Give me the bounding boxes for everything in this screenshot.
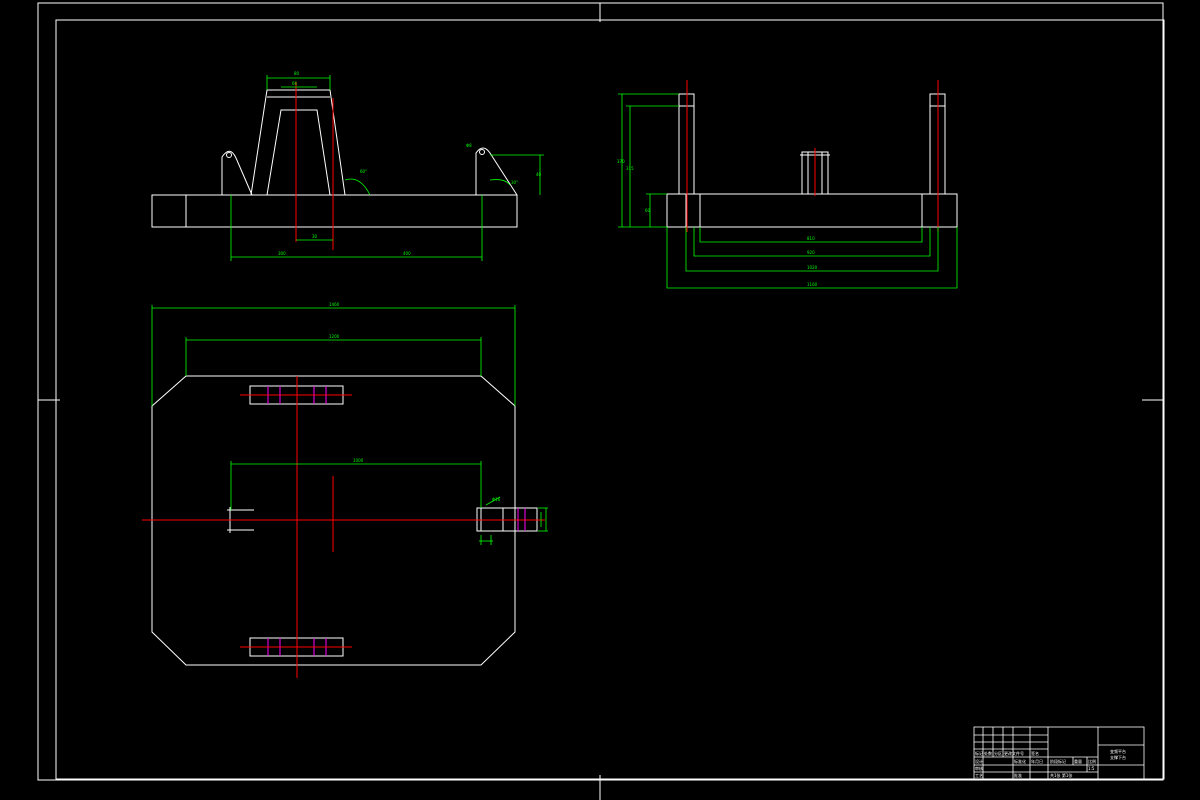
front-right-ear [475, 147, 518, 196]
side-label-column-height: 315 [626, 166, 634, 171]
tb-cell-count: 处数 [984, 750, 992, 756]
side-label-inner-width: 810 [807, 236, 815, 241]
front-column-inner [266, 109, 331, 196]
front-label-pin-dia: Φ8 [466, 143, 472, 148]
tb-cell-approve: 批准 [1014, 772, 1022, 778]
tb-cell-date: 年月日 [1031, 758, 1043, 764]
side-label-span-2: 1020 [807, 265, 818, 270]
front-label-span-right: 400 [403, 251, 411, 256]
side-dim-span-1 [693, 227, 931, 257]
title-block-frame [973, 726, 1145, 780]
tb-cell-process: 工艺 [975, 773, 983, 778]
tb-cell-mark: 标记 [975, 750, 983, 756]
front-left-ear-hole [226, 152, 232, 158]
tb-cell-review: 审核 [975, 765, 983, 771]
drawing-frame [37, 2, 1165, 800]
front-right-ear-hole [479, 149, 485, 155]
side-dim-inner-width [699, 227, 923, 243]
front-label-angle-right: 30° [511, 180, 518, 185]
front-label-slot: 30 [312, 234, 318, 239]
tb-cell-scale-value: 1:5 [1088, 766, 1095, 771]
front-column-outer [250, 89, 346, 196]
front-label-inner-top: 66 [292, 81, 298, 86]
title-line-2: 支撑下台 [1110, 754, 1126, 760]
outer-border [37, 2, 1164, 781]
tb-cell-change-no: 更改文件号 [1004, 750, 1024, 756]
tb-cell-scale: 比例 [1088, 758, 1096, 764]
title-line-1: 变频平台 [1110, 748, 1126, 754]
front-angle-arc-right [489, 179, 511, 186]
tb-cell-standardize: 标准化 [1014, 758, 1026, 764]
side-label-base-height: 60 [645, 208, 651, 213]
tb-cell-zone: 分区 [994, 750, 1002, 756]
front-view: 80 66 30 60° Φ8 40 30° 300 400 [151, 71, 544, 261]
tb-cell-designer: 设计 [975, 758, 983, 764]
front-angle-arc-left [344, 178, 371, 196]
side-view: 370 315 60 810 920 1020 1160 [617, 80, 958, 289]
top-view: 1460 1200 1000 Φ16 [142, 302, 548, 678]
side-label-total-height: 370 [617, 159, 625, 164]
side-label-overall-width: 1160 [807, 282, 818, 287]
tb-cell-sheets: 共1张 第1张 [1050, 772, 1072, 778]
front-base-plate [151, 194, 518, 228]
top-label-top-edge: 1200 [329, 334, 340, 339]
top-label-pin-callout: Φ16 [492, 497, 501, 502]
side-dim-span-2 [685, 227, 939, 272]
front-label-angle-left: 60° [360, 169, 367, 174]
front-left-ear [221, 150, 253, 196]
side-dim-overall-width [666, 227, 958, 289]
tb-cell-signature: 签名 [1031, 750, 1039, 756]
top-label-overall-length: 1460 [329, 302, 340, 307]
front-label-top-width: 80 [294, 71, 300, 76]
front-label-span-left: 300 [278, 251, 286, 256]
front-label-ear-height: 40 [536, 172, 542, 177]
top-plate-outline [151, 375, 516, 666]
side-base-plate [666, 193, 958, 228]
tb-cell-stage-mark: 阶段标记 [1050, 758, 1066, 764]
title-block: 变频平台 支撑下台 标记 处数 分区 更改文件号 签名 年月日 设计 标准化 阶… [973, 726, 1145, 780]
tb-cell-weight: 重量 [1074, 758, 1082, 764]
side-label-span-1: 920 [807, 250, 815, 255]
top-label-ear-span: 1000 [353, 458, 364, 463]
